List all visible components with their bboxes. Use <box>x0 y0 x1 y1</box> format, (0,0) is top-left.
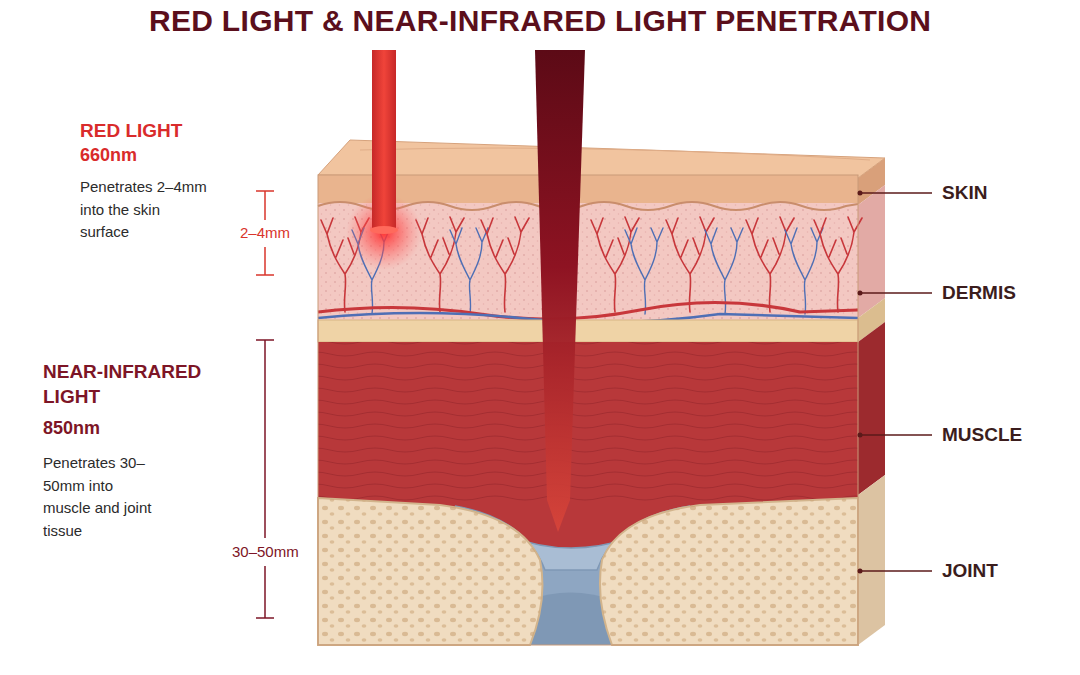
depth-dimension: 2–4mm <box>240 224 290 242</box>
layer-label: SKIN <box>942 182 987 205</box>
penetration-note: Penetrates 30–50mm into muscle and joint… <box>43 452 155 542</box>
wavelength-value: 660nm <box>80 145 137 167</box>
layer-label: JOINT <box>942 560 998 583</box>
penetration-note: Penetrates 2–4mm into the skin surface <box>80 176 208 244</box>
diagram-title: RED LIGHT & NEAR-INFRARED LIGHT PENETRAT… <box>149 4 931 38</box>
wavelength-value: 850nm <box>43 418 100 440</box>
depth-dimension: 30–50mm <box>232 543 299 561</box>
wavelength-heading: RED LIGHT <box>80 120 182 143</box>
layer-label: MUSCLE <box>942 424 1022 447</box>
wavelength-heading: NEAR-INFRARED LIGHT <box>43 360 223 409</box>
layer-label: DERMIS <box>942 282 1016 305</box>
